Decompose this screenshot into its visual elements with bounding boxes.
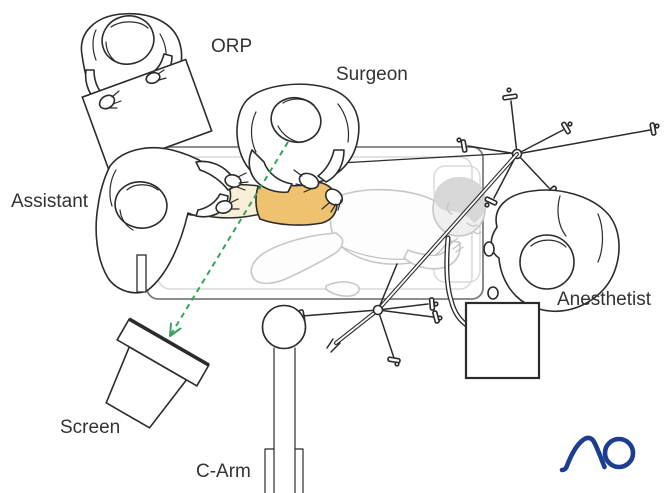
breathing-tube <box>444 235 471 329</box>
screen-monitor <box>105 317 210 429</box>
surgeon-figure <box>236 83 360 213</box>
label-orp: ORP <box>211 36 252 57</box>
iv-pole-head-end <box>456 87 660 208</box>
orp-hands <box>98 69 167 110</box>
label-assistant: Assistant <box>11 191 89 212</box>
assistant-figure <box>95 146 249 294</box>
patient-figure <box>250 176 486 297</box>
c-arm-machine <box>261 304 307 493</box>
screen-face-edge <box>128 317 210 367</box>
label-surgeon: Surgeon <box>336 64 408 85</box>
anesthetist-figure <box>483 189 620 312</box>
sight-line-arrow <box>169 141 289 337</box>
label-c-arm: C-Arm <box>196 461 251 482</box>
anesthesia-machine <box>464 301 541 380</box>
label-anesthetist: Anesthetist <box>557 289 652 310</box>
iv-rod-across-table <box>339 152 516 164</box>
assistant-stand <box>136 254 147 293</box>
patient-head <box>432 176 486 237</box>
ao-logo: AO <box>559 435 636 473</box>
label-screen: Screen <box>60 417 120 438</box>
